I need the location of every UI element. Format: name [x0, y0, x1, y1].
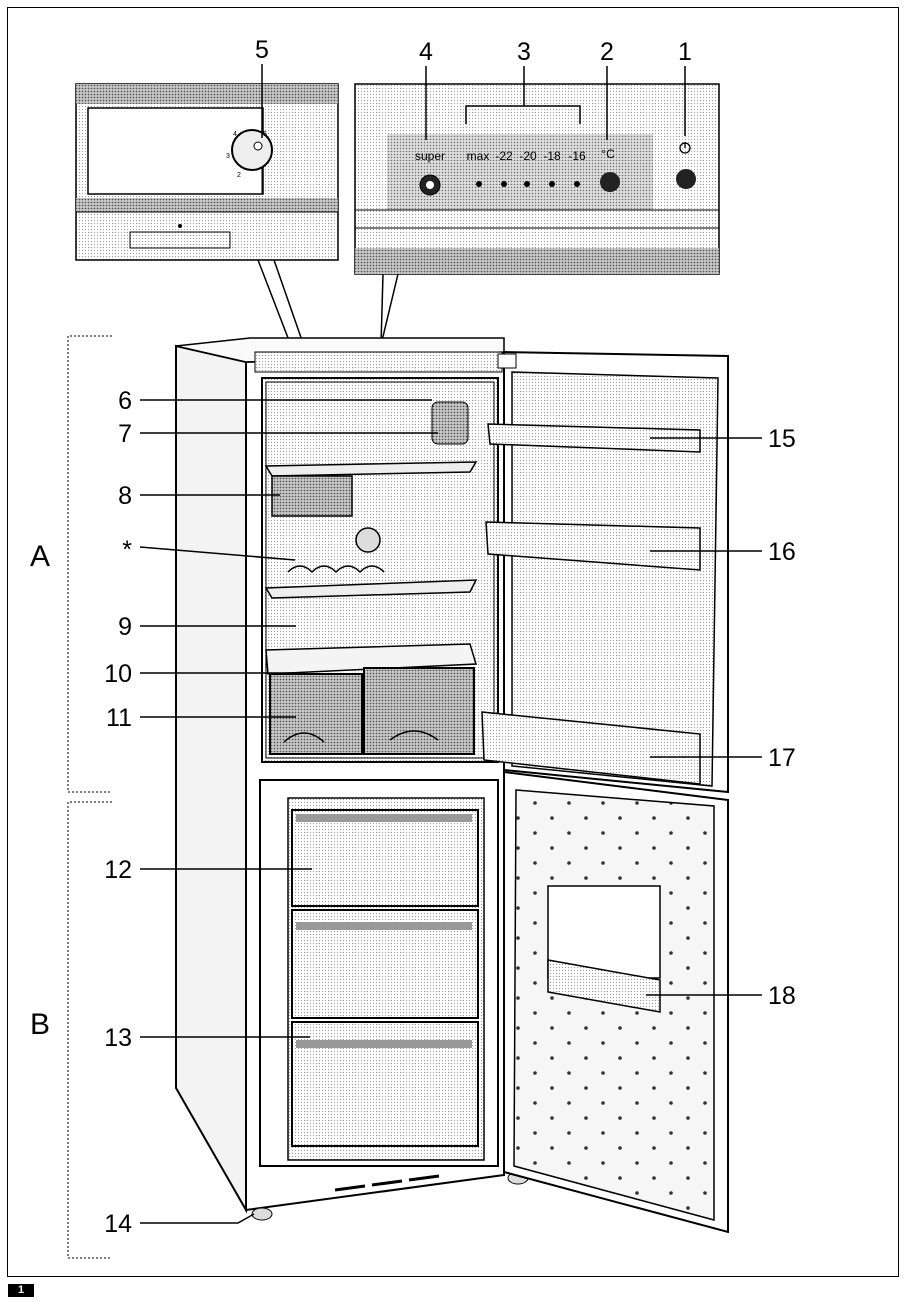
callout-star: * — [122, 536, 132, 564]
panel-label-super: super — [415, 149, 445, 163]
fridge-body — [175, 337, 529, 1221]
panel-label-18: -18 — [543, 149, 561, 163]
dial-tick-5: 5 — [263, 131, 267, 138]
panel-label-16: -16 — [568, 149, 586, 163]
callout-15: 15 — [768, 425, 796, 453]
section-A: A — [30, 540, 50, 573]
power-icon — [679, 142, 691, 154]
dial-tick-2: 2 — [237, 172, 241, 179]
callout-6: 6 — [118, 387, 132, 415]
callout-13: 13 — [104, 1024, 132, 1052]
panel-label-celsius: °C — [601, 147, 615, 161]
callout-10: 10 — [104, 660, 132, 688]
callout-16: 16 — [768, 538, 796, 566]
callout-9: 9 — [118, 613, 132, 641]
fridge-door — [481, 350, 729, 794]
panel-label-20: -20 — [519, 149, 537, 163]
callout-12: 12 — [104, 856, 132, 884]
callout-5: 5 — [255, 36, 269, 64]
panel-label-max: max — [467, 149, 490, 163]
dial-tick-3: 3 — [226, 153, 230, 160]
figure-number-badge: 1 — [8, 1284, 34, 1297]
callout-7: 7 — [118, 420, 132, 448]
panel-label-22: -22 — [495, 149, 513, 163]
figure-frame — [7, 7, 899, 1277]
callout-11: 11 — [106, 704, 132, 732]
callout-18: 18 — [768, 982, 796, 1010]
callout-1: 1 — [678, 38, 692, 66]
callout-14: 14 — [104, 1210, 132, 1238]
control-panel-inset — [354, 83, 720, 275]
callout-4: 4 — [419, 38, 433, 66]
callout-3: 3 — [517, 38, 531, 66]
callout-8: 8 — [118, 482, 132, 510]
callout-2: 2 — [600, 38, 614, 66]
callout-17: 17 — [768, 744, 796, 772]
dial-inset — [75, 83, 339, 261]
dial-tick-4: 4 — [233, 131, 237, 138]
section-B: B — [30, 1008, 50, 1041]
freezer-door — [503, 770, 729, 1234]
